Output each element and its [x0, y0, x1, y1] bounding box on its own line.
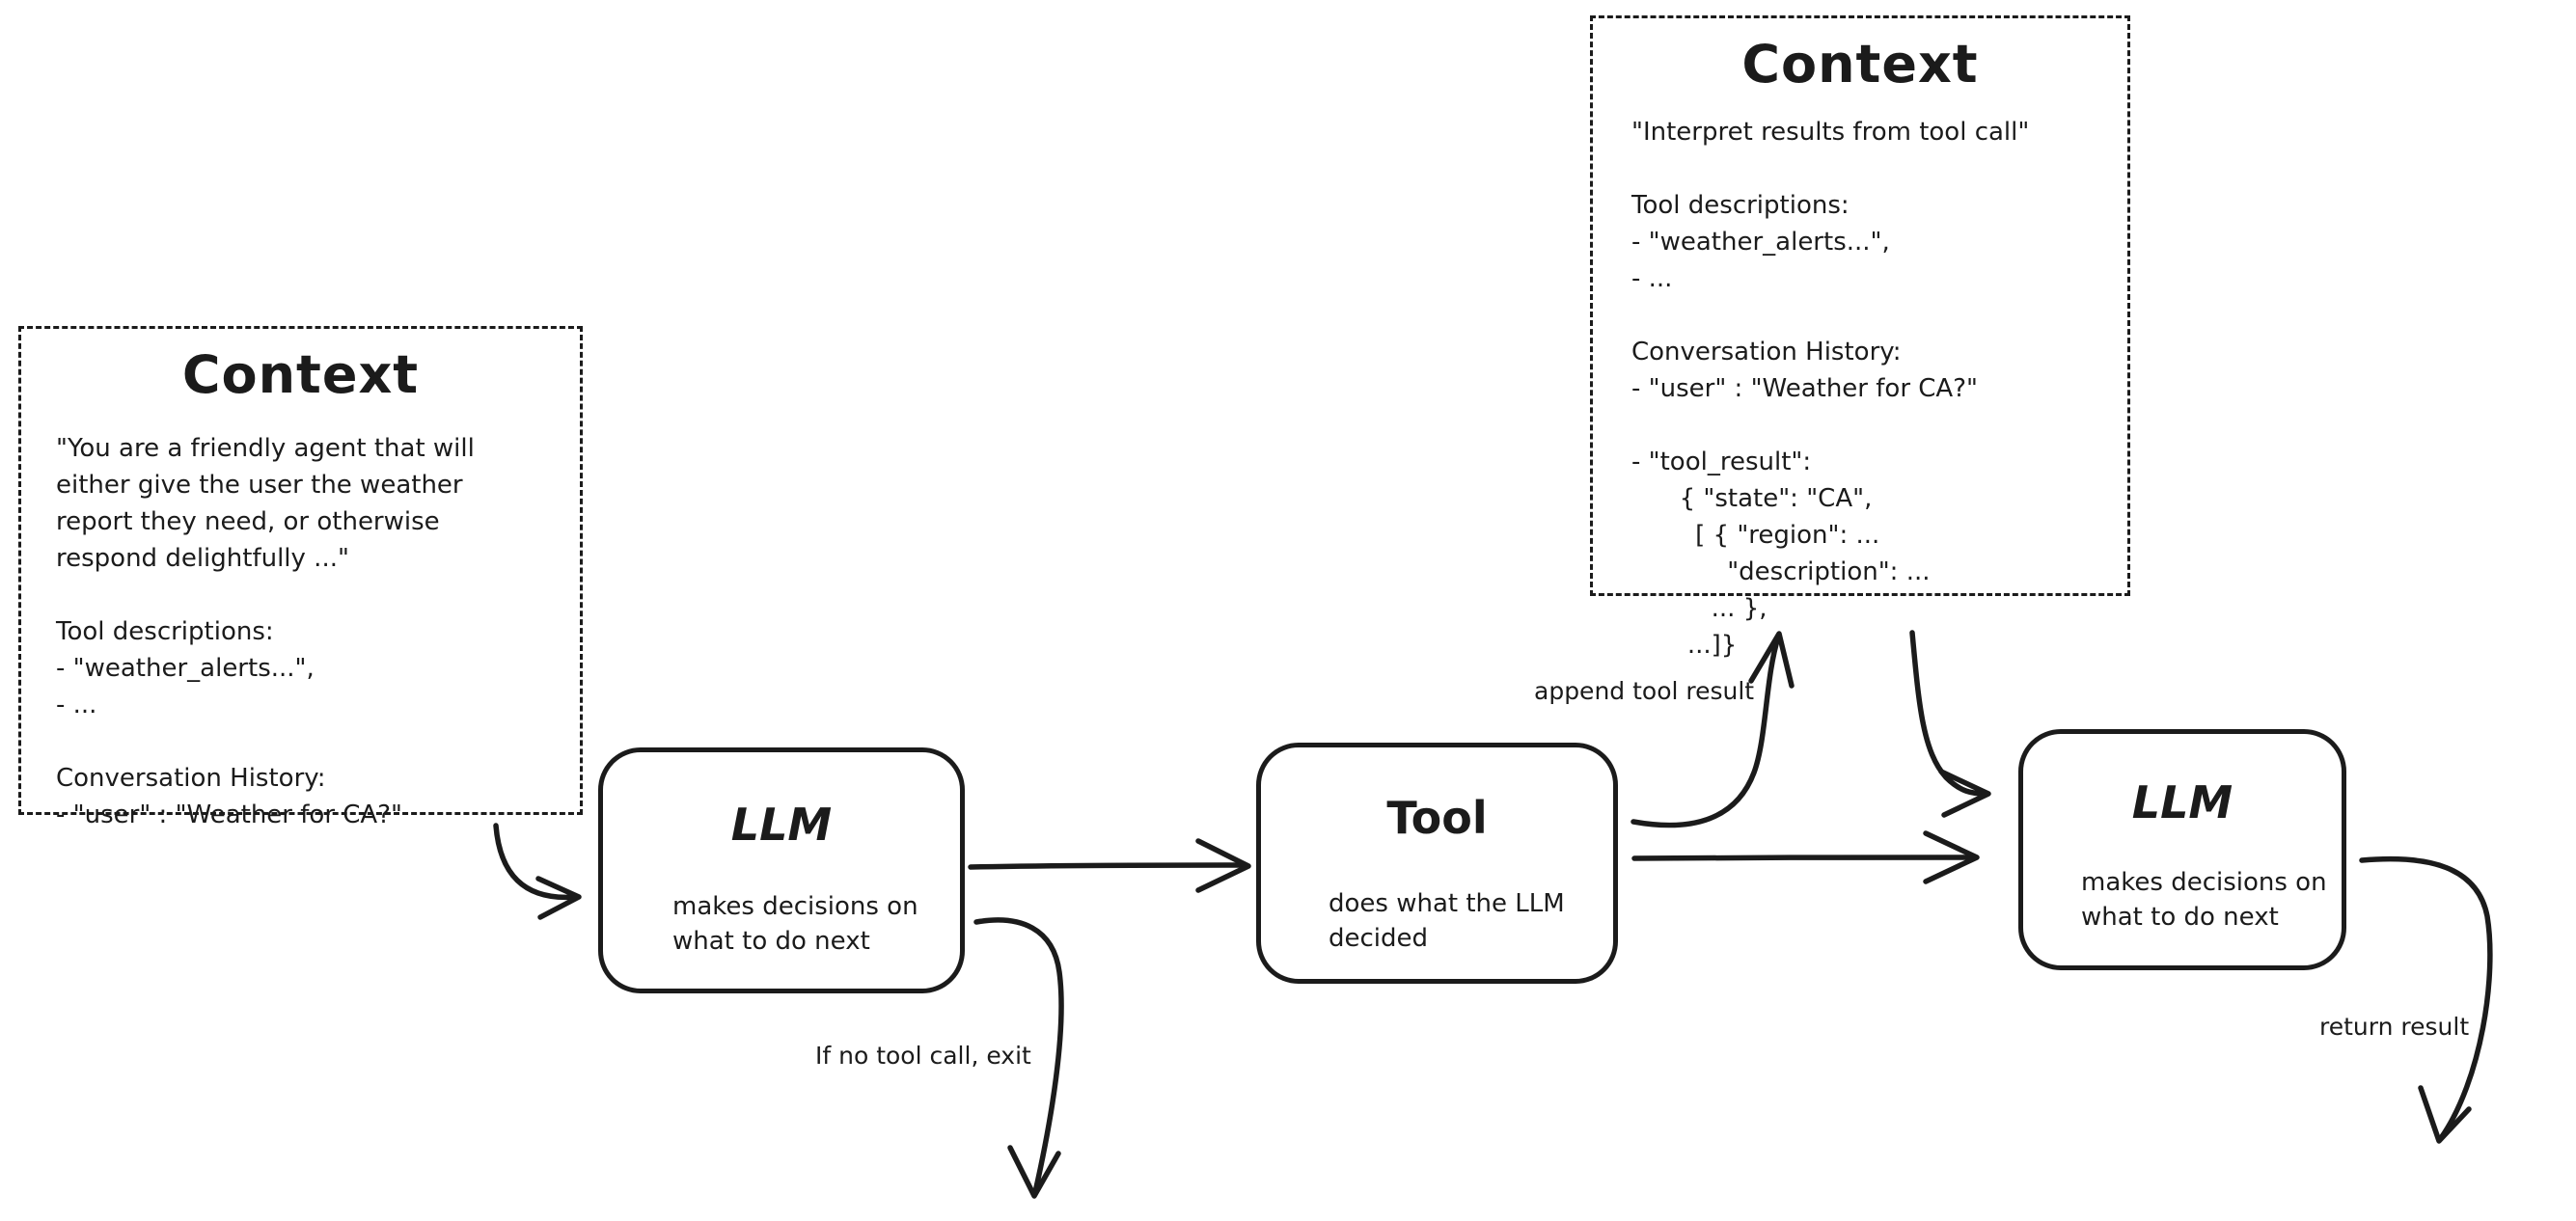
label-if-no-tool-call-exit: If no tool call, exit [815, 1042, 1031, 1070]
context-left-body: "You are a friendly agent that will eith… [56, 434, 475, 829]
arrow-tool-to-llm2 [1631, 830, 1980, 884]
arrow-llm1-to-tool [968, 838, 1251, 893]
node-llm-2-subtitle: makes decisions on what to do next [2081, 868, 2327, 932]
context-left-title: Context [181, 344, 420, 405]
node-tool-subtitle: does what the LLM decided [1329, 889, 1565, 953]
arrow-context-left-to-llm1 [493, 823, 582, 920]
arrow-llm2-return-down [2359, 855, 2493, 1144]
node-llm-1: LLM makes decisions on what to do next [598, 747, 965, 993]
label-return-result: return result [2319, 1013, 2470, 1041]
arrow-tool-to-context-top [1631, 631, 1795, 828]
node-llm-2-title: LLM [2131, 776, 2233, 828]
label-append-tool-result: append tool result [1534, 677, 1755, 705]
arrow-llm1-exit-down [973, 917, 1064, 1199]
node-llm-2: LLM makes decisions on what to do next [2018, 729, 2346, 970]
context-box-top: Context "Interpret results from tool cal… [1590, 15, 2130, 660]
context-top-body: "Interpret results from tool call" Tool … [1631, 118, 2030, 660]
node-llm-1-subtitle: makes decisions on what to do next [672, 892, 918, 956]
node-tool: Tool does what the LLM decided [1256, 743, 1618, 984]
node-llm-1-title: LLM [730, 799, 833, 851]
arrow-context-top-to-llm2 [1909, 630, 1991, 818]
context-box-left: Context "You are a friendly agent that w… [18, 326, 583, 829]
context-top-title: Context [1741, 34, 1979, 95]
node-tool-title: Tool [1386, 792, 1488, 844]
